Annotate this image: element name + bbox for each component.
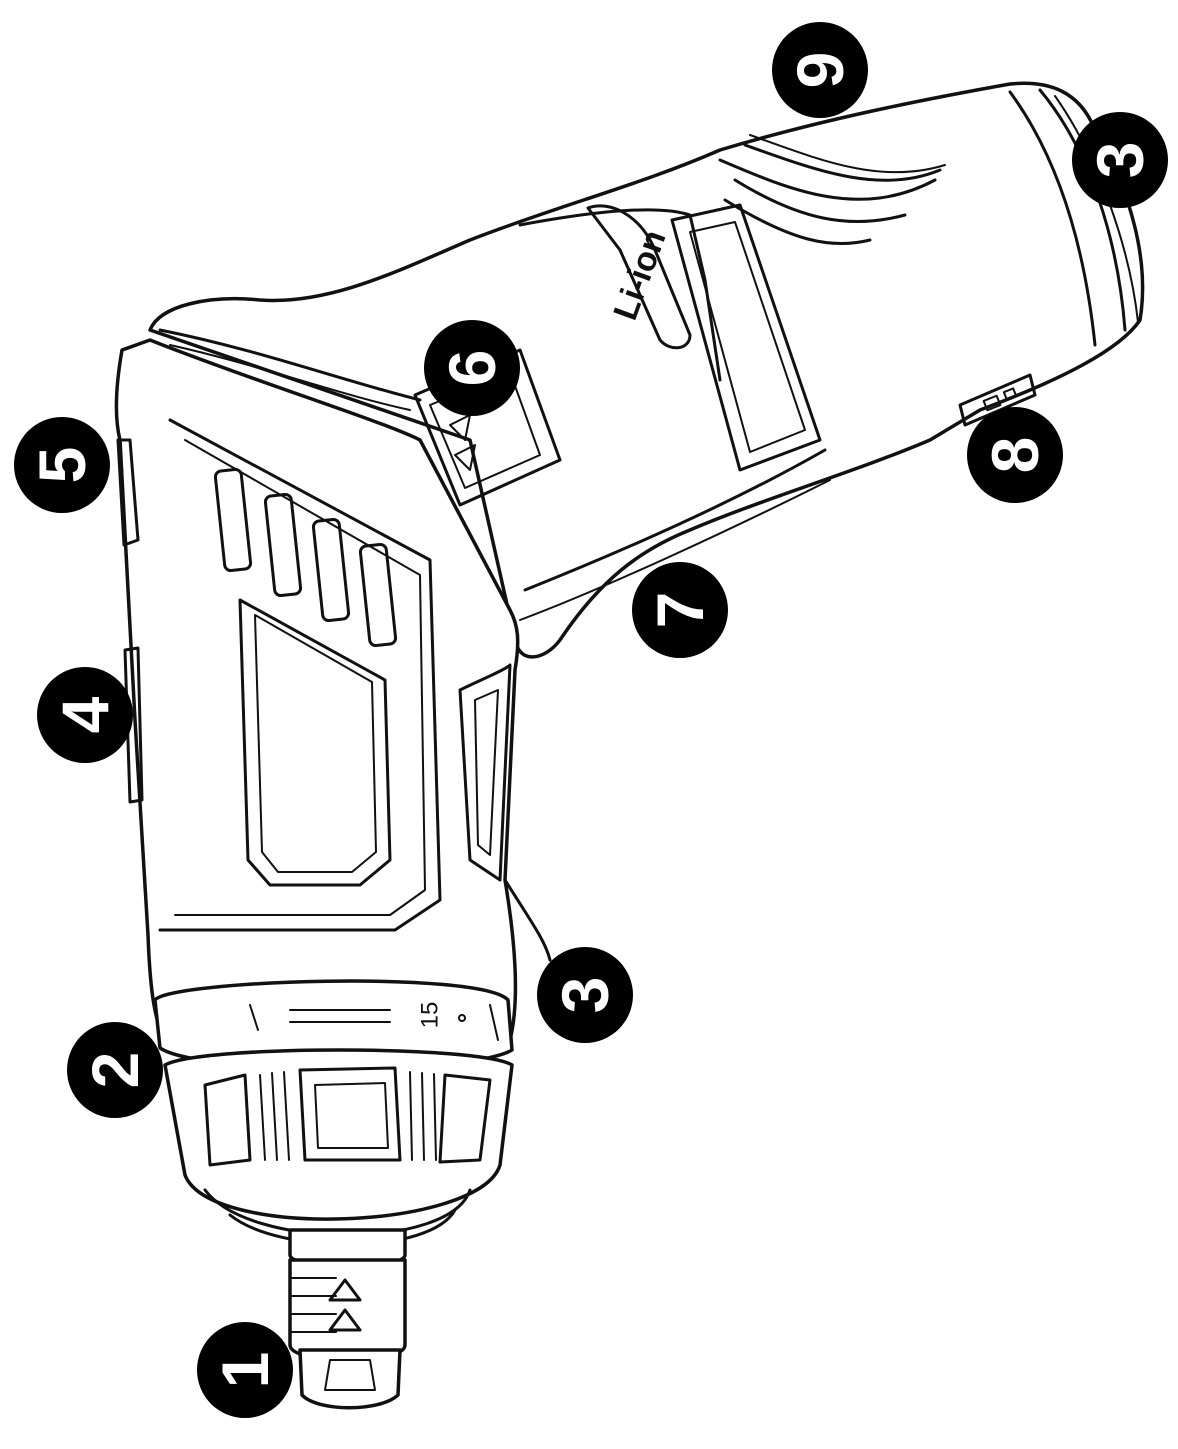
callout-4-label: 4 bbox=[48, 696, 122, 733]
callout-4: 4 bbox=[37, 667, 133, 763]
callout-8-label: 8 bbox=[978, 437, 1052, 474]
callout-3-ring-label: 3 bbox=[548, 977, 622, 1014]
callout-9: 9 bbox=[772, 22, 868, 118]
callout-6: 6 bbox=[424, 320, 520, 416]
callout-2: 2 bbox=[67, 1022, 163, 1118]
motor-body bbox=[114, 338, 552, 1042]
callout-3-cap-label: 3 bbox=[1083, 142, 1157, 179]
callout-7: 7 bbox=[632, 562, 728, 658]
callout-7-label: 7 bbox=[643, 592, 717, 629]
callout-6-label: 6 bbox=[435, 350, 509, 387]
bit-holder bbox=[288, 1228, 407, 1410]
callout-3-ring: 3 bbox=[537, 947, 633, 1043]
callout-1-label: 1 bbox=[208, 1352, 282, 1389]
callout-8: 8 bbox=[967, 407, 1063, 503]
callout-5: 5 bbox=[14, 417, 110, 513]
callout-5-label: 5 bbox=[25, 447, 99, 484]
callout-2-label: 2 bbox=[78, 1052, 152, 1089]
callout-3-cap: 3 bbox=[1072, 112, 1168, 208]
callout-9-label: 9 bbox=[783, 52, 857, 89]
chuck-collar bbox=[163, 1048, 514, 1246]
torque-ring-label: 15 bbox=[417, 1002, 444, 1029]
charging-port bbox=[958, 373, 1037, 427]
callout-1: 1 bbox=[197, 1322, 293, 1418]
